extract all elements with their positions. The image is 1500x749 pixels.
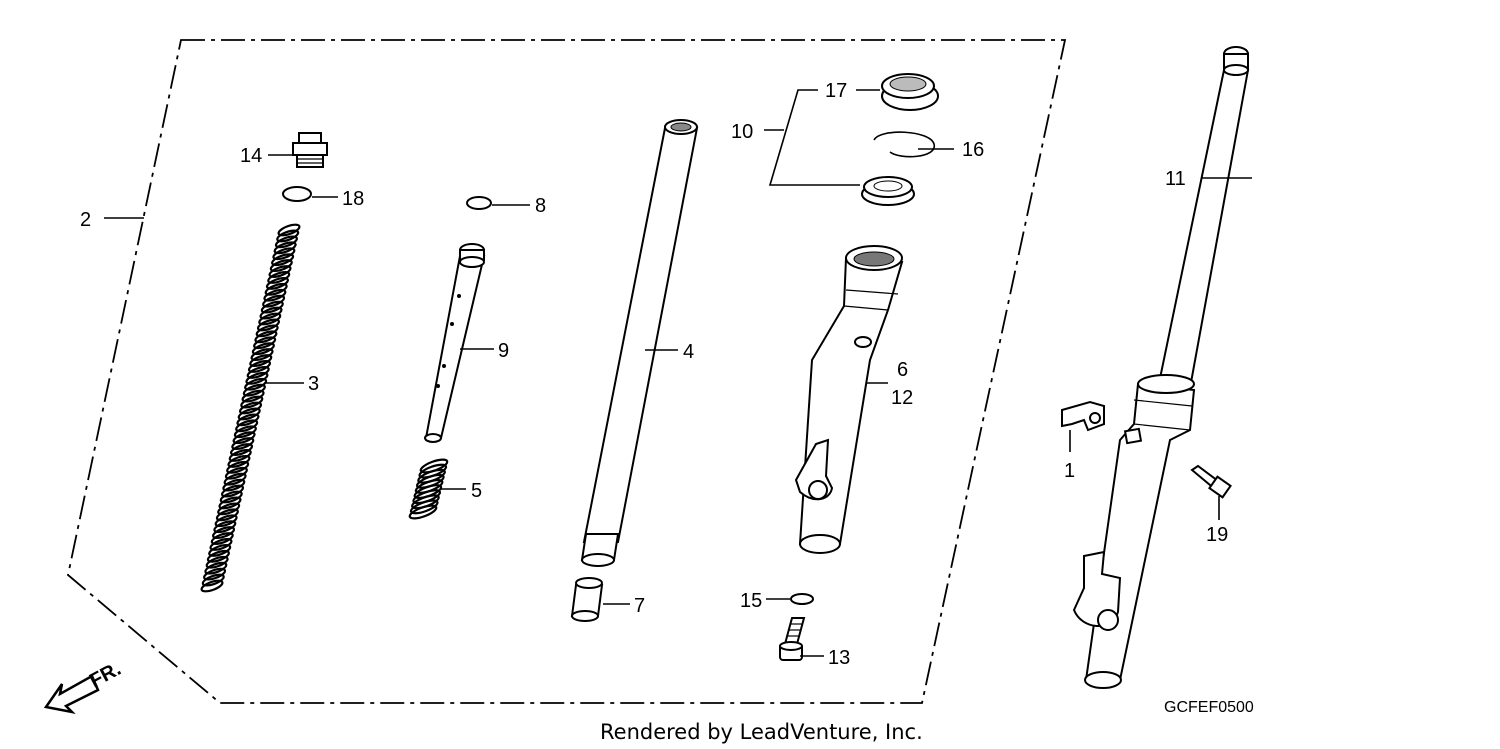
part-15-washer[interactable] [790, 593, 814, 605]
label-18: 18 [342, 188, 364, 210]
label-16: 16 [962, 139, 984, 161]
part-8-washer[interactable] [466, 196, 492, 210]
label-15: 15 [740, 590, 762, 612]
label-11: 11 [1165, 168, 1186, 190]
front-direction-arrow-icon: FR. [43, 658, 125, 714]
part-13-socket-bolt[interactable] [779, 617, 806, 661]
label-9: 9 [498, 340, 509, 362]
part-19-bolt[interactable] [1190, 464, 1232, 499]
label-12: 12 [891, 387, 913, 409]
part-4-fork-pipe[interactable] [580, 119, 699, 567]
part-14-fork-bolt[interactable] [292, 132, 328, 168]
label-5: 5 [471, 480, 482, 502]
label-10: 10 [731, 121, 753, 143]
label-14: 14 [240, 145, 262, 167]
part-7-oil-lock-piece[interactable] [570, 577, 604, 622]
label-13: 13 [828, 647, 850, 669]
part-1-clamp[interactable] [1061, 400, 1105, 432]
part-6-12-bottom-case[interactable] [794, 245, 904, 554]
label-4: 4 [683, 341, 694, 363]
part-16-stopper-ring[interactable] [873, 131, 935, 158]
label-7: 7 [634, 595, 645, 617]
part-17-dust-seal[interactable] [881, 73, 939, 111]
part-5-rebound-spring[interactable] [408, 457, 449, 521]
leader-lines [104, 89, 1252, 657]
label-8: 8 [535, 195, 546, 217]
label-19: 19 [1206, 524, 1228, 546]
label-3: 3 [308, 373, 319, 395]
render-credit: Rendered by LeadVenture, Inc. [600, 720, 923, 744]
label-17: 17 [825, 80, 847, 102]
part-10-oil-seal[interactable] [861, 176, 915, 206]
part-9-damper-rod[interactable] [424, 243, 486, 443]
label-6: 6 [897, 359, 908, 381]
label-1: 1 [1064, 460, 1075, 482]
part-11-fork-assembly[interactable] [1072, 46, 1250, 689]
assembly-boundary [67, 39, 1067, 704]
label-2: 2 [80, 209, 91, 231]
diagram-code: GCFEF0500 [1164, 699, 1254, 716]
part-18-o-ring[interactable] [282, 186, 312, 202]
part-3-fork-spring[interactable] [200, 222, 301, 593]
